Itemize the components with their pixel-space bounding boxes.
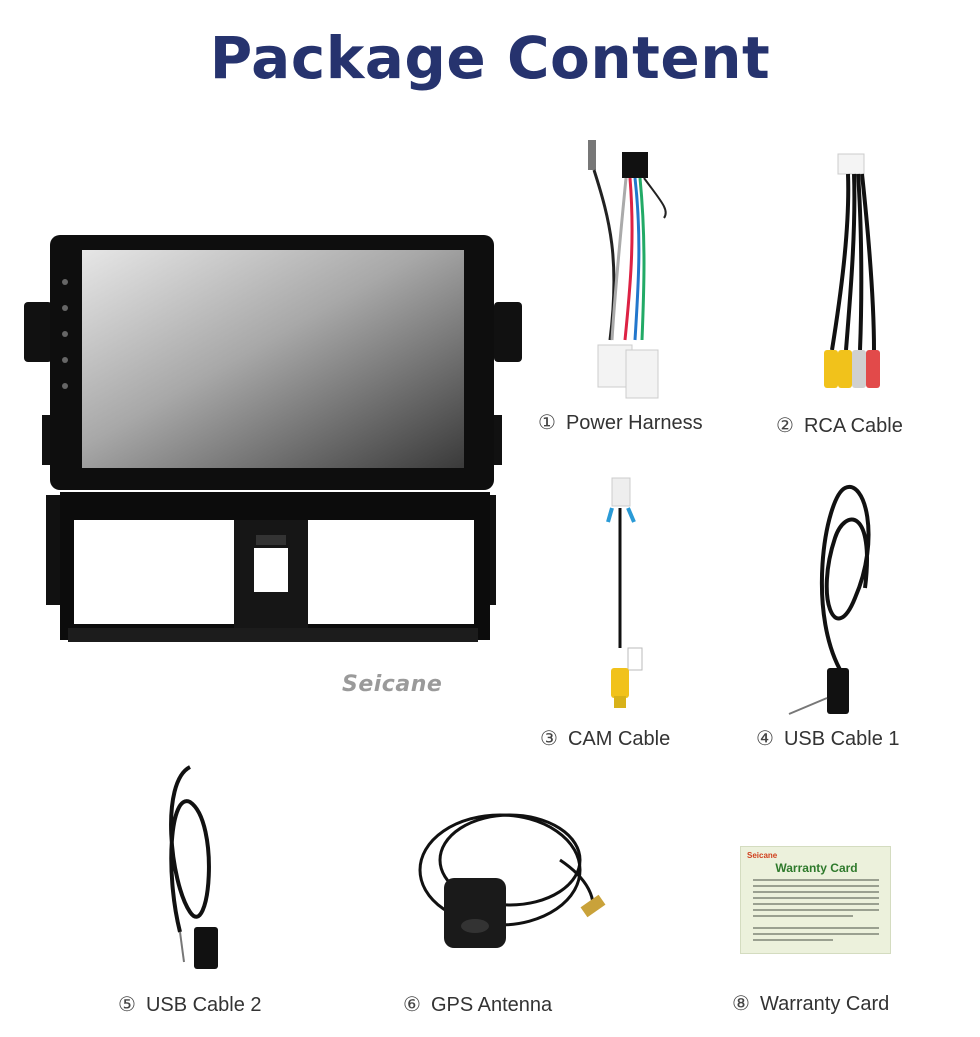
warranty-text-line	[753, 927, 879, 929]
brand-watermark: Seicane	[342, 672, 443, 697]
warranty-text-line	[753, 885, 879, 887]
warranty-text-line	[753, 933, 879, 935]
gps-antenna-illustration	[418, 813, 606, 948]
warranty-card-image: Seicane Warranty Card	[740, 846, 891, 954]
warranty-text-line	[753, 939, 833, 941]
warranty-card-brand: Seicane	[747, 851, 778, 860]
head-unit-illustration	[24, 235, 522, 642]
rca-cable-illustration	[824, 153, 880, 388]
cam-cable-image	[598, 477, 658, 718]
warranty-text-line	[753, 903, 879, 905]
warranty-text-line	[753, 909, 879, 911]
usb-cable-2-illustration	[169, 765, 218, 969]
warranty-text-line	[753, 891, 879, 893]
gps-antenna-image	[410, 800, 620, 960]
usb-cable-1-illustration	[788, 484, 871, 715]
cam-cable-illustration	[606, 477, 643, 708]
page-title: Package Content	[209, 24, 771, 92]
warranty-text-line	[753, 897, 879, 899]
rca-cable-image	[820, 150, 890, 405]
usb-cable-2-image	[150, 762, 230, 977]
warranty-text-line	[753, 915, 853, 917]
warranty-text-line	[753, 879, 879, 881]
head-unit-image	[20, 230, 525, 650]
power-harness-image	[580, 140, 670, 400]
power-harness-illustration	[588, 140, 667, 399]
warranty-card-title: Warranty Card	[775, 861, 858, 875]
usb-cable-1-image	[785, 478, 885, 723]
